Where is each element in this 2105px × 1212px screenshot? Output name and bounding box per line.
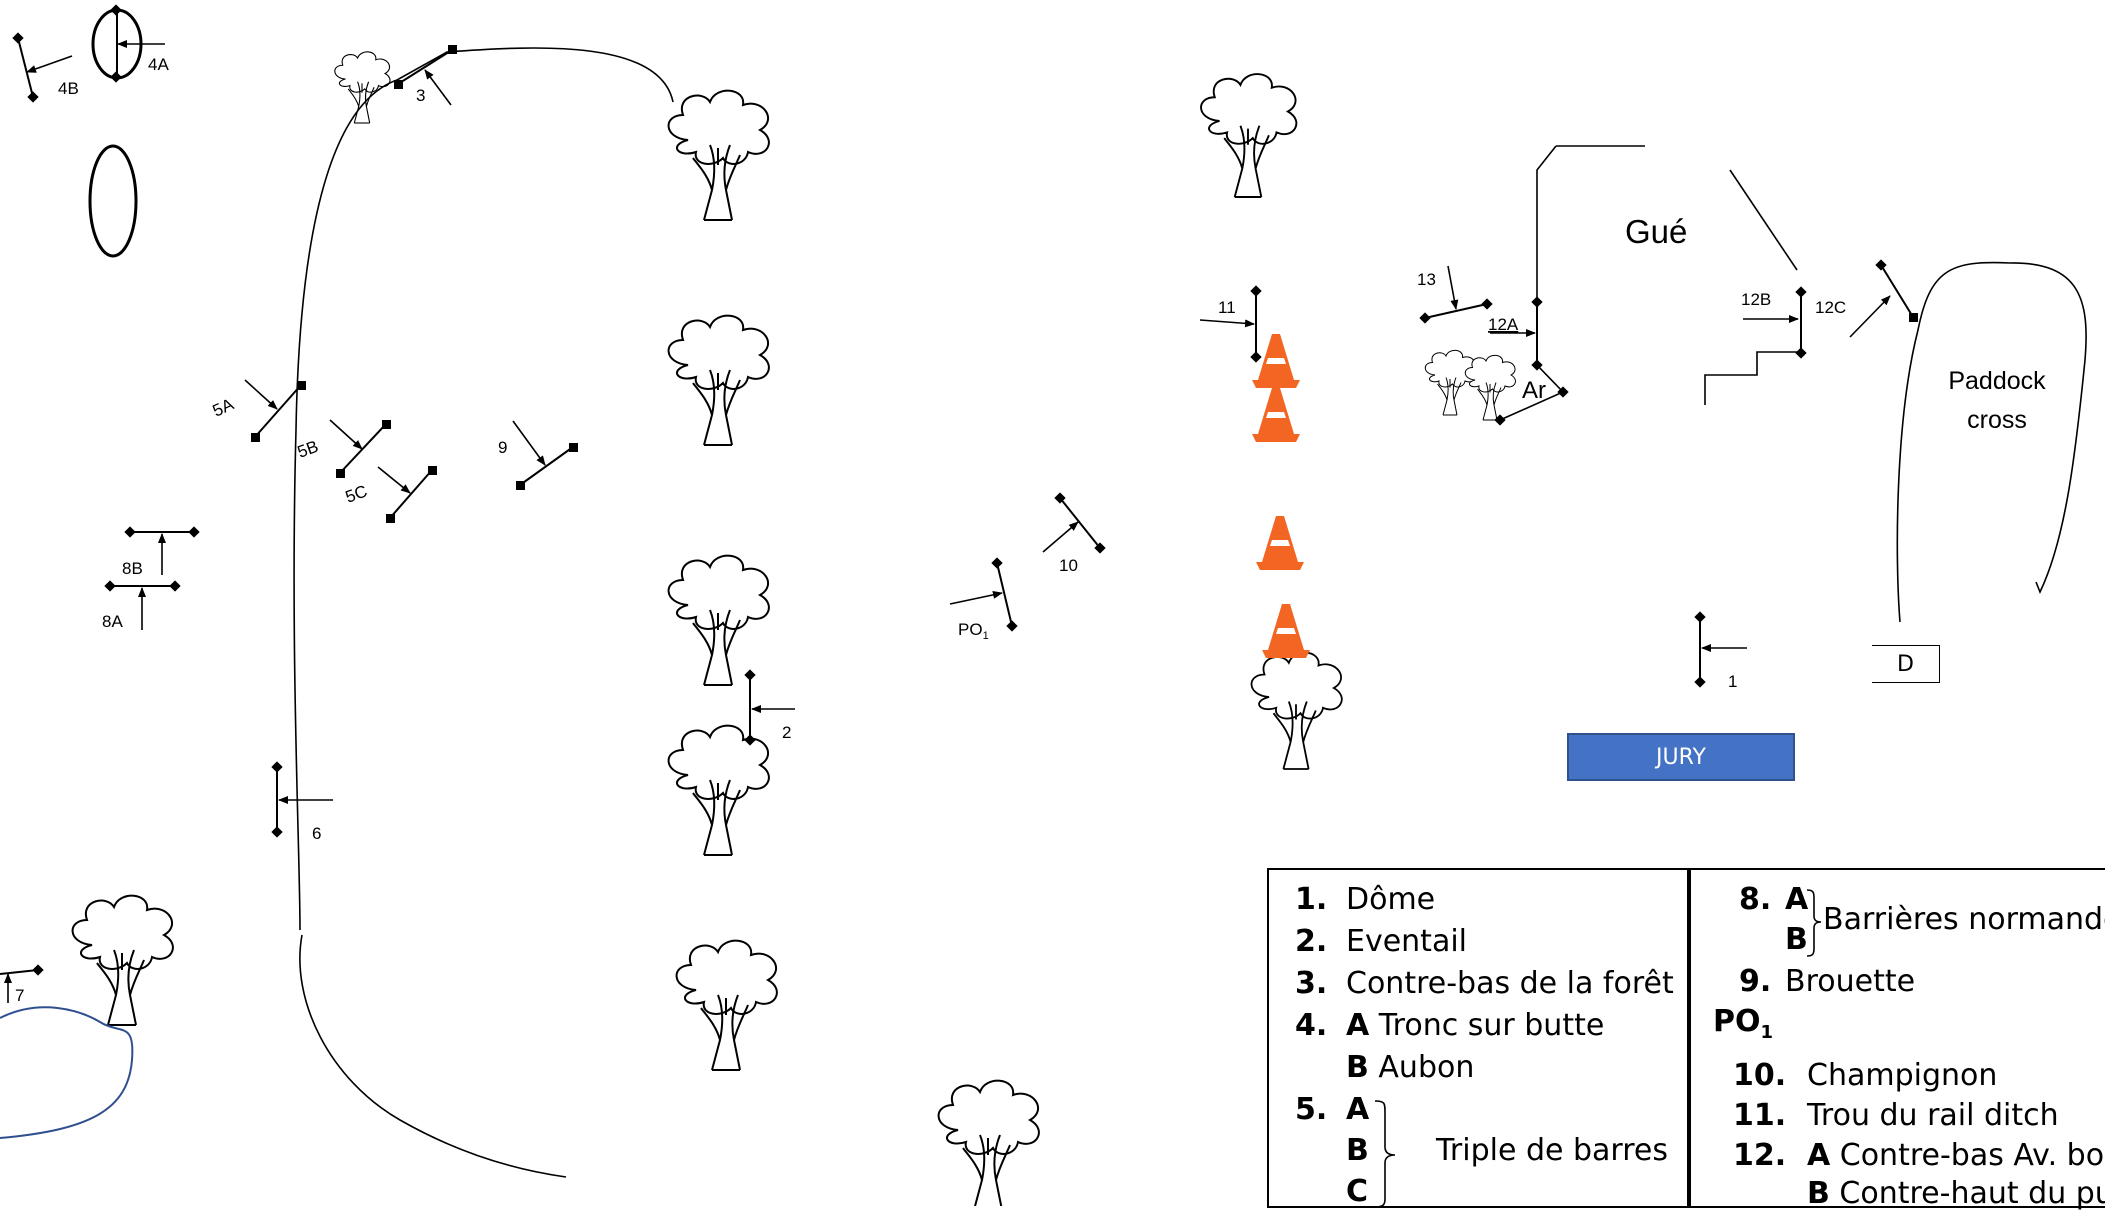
label-ar: Ar bbox=[1522, 377, 1546, 404]
legend-5a: A bbox=[1346, 1092, 1370, 1127]
label-gue: Gué bbox=[1625, 213, 1687, 250]
legend-5c: C bbox=[1346, 1174, 1369, 1209]
jump-5b bbox=[339, 423, 387, 474]
legend-text-5: Triple de barres bbox=[1436, 1133, 1668, 1168]
legend-text-2: Eventail bbox=[1346, 924, 1467, 959]
tree-icon bbox=[667, 89, 770, 221]
legend-po1: PO1 bbox=[1713, 1004, 1774, 1043]
label-1: 1 bbox=[1728, 672, 1737, 691]
cone-icon bbox=[1262, 604, 1310, 658]
legend-left: 1. Dôme 2. Eventail 3. Contre-bas de la … bbox=[1267, 868, 1689, 1209]
jump-5a bbox=[254, 384, 302, 438]
legend-8a: A bbox=[1785, 882, 1809, 917]
course-path bbox=[293, 47, 674, 931]
oval-obstacle bbox=[88, 144, 138, 258]
jump-po1 bbox=[996, 562, 1013, 627]
label-3: 3 bbox=[416, 86, 425, 105]
jury-box: JURY bbox=[1567, 733, 1795, 781]
legend-num-4: 4. bbox=[1295, 1008, 1328, 1043]
tree-icon bbox=[71, 894, 174, 1026]
jump-9 bbox=[519, 446, 574, 486]
legend-num-5: 5. bbox=[1295, 1092, 1328, 1127]
tree-icon bbox=[667, 724, 770, 856]
jump-13 bbox=[1424, 303, 1488, 319]
brace-5 bbox=[1374, 1100, 1396, 1208]
label-po1: PO1 bbox=[958, 620, 989, 642]
legend-num-2: 2. bbox=[1295, 924, 1328, 959]
legend-text-12b: B Contre-haut du puit bbox=[1807, 1176, 2105, 1211]
tree-icon bbox=[1464, 354, 1516, 421]
jump-4b bbox=[17, 37, 34, 98]
jump-12c bbox=[1880, 264, 1914, 318]
course-path bbox=[299, 934, 567, 1178]
brace-8 bbox=[1806, 889, 1822, 957]
legend-text-4a: A Tronc sur butte bbox=[1346, 1008, 1605, 1043]
tree-icon bbox=[1250, 651, 1343, 770]
legend-text-8: Barrières normandes bbox=[1823, 902, 2105, 937]
water-outline bbox=[0, 1006, 134, 1139]
label-7: 7 bbox=[15, 986, 24, 1005]
cone-icon bbox=[1252, 334, 1300, 388]
label-13: 13 bbox=[1417, 270, 1436, 289]
label-12a: 12A bbox=[1488, 315, 1519, 334]
legend-text-9: Brouette bbox=[1785, 964, 1916, 999]
legend-text-11: Trou du rail ditch bbox=[1807, 1098, 2059, 1133]
jump-5c bbox=[389, 469, 433, 519]
jump-10 bbox=[1059, 497, 1101, 549]
label-8b: 8B bbox=[122, 559, 143, 578]
label-5a: 5A bbox=[210, 394, 237, 420]
start-box-d: D bbox=[1872, 645, 1940, 683]
legend-text-10: Champignon bbox=[1807, 1058, 1998, 1093]
tree-icon bbox=[675, 939, 778, 1071]
legend-8b: B bbox=[1785, 922, 1808, 957]
label-5c: 5C bbox=[343, 481, 370, 506]
label-8a: 8A bbox=[102, 612, 123, 631]
legend-text-12a: A Contre-bas Av. bois bbox=[1807, 1138, 2105, 1173]
label-9: 9 bbox=[498, 438, 507, 457]
jump-7 bbox=[0, 969, 39, 975]
label-4a: 4A bbox=[148, 55, 169, 74]
label-paddock: Paddock bbox=[1948, 367, 2046, 395]
legend-text-1: Dôme bbox=[1346, 882, 1436, 917]
label-12c: 12C bbox=[1815, 298, 1846, 317]
legend-right: 8. A B Barrières normandes 9. Brouette P… bbox=[1689, 868, 2105, 1211]
label-4b: 4B bbox=[58, 79, 79, 98]
legend-num-12: 12. bbox=[1733, 1138, 1787, 1173]
label-cross: cross bbox=[1967, 406, 2027, 434]
legend-num-1: 1. bbox=[1295, 882, 1328, 917]
legend-num-9: 9. bbox=[1739, 964, 1772, 999]
legend-num-10: 10. bbox=[1733, 1058, 1787, 1093]
legend-5b: B bbox=[1346, 1133, 1369, 1168]
tree-icon bbox=[667, 554, 770, 686]
legend-num-8: 8. bbox=[1739, 882, 1772, 917]
label-11: 11 bbox=[1218, 298, 1236, 317]
label-6: 6 bbox=[312, 824, 321, 843]
tree-icon bbox=[937, 1079, 1040, 1206]
label-5b: 5B bbox=[295, 437, 321, 462]
legend-num-11: 11. bbox=[1733, 1098, 1787, 1133]
cone-icon bbox=[1256, 516, 1304, 570]
legend-text-3: Contre-bas de la forêt bbox=[1346, 966, 1674, 1001]
legend-num-3: 3. bbox=[1295, 966, 1328, 1001]
jump-3 bbox=[397, 49, 453, 85]
paddock-outline bbox=[1896, 261, 2087, 623]
tree-icon bbox=[1200, 73, 1298, 198]
label-2: 2 bbox=[782, 723, 791, 742]
label-10: 10 bbox=[1059, 556, 1078, 575]
cone-icon bbox=[1252, 388, 1300, 442]
tree-icon bbox=[1424, 349, 1476, 416]
label-12b: 12B bbox=[1741, 290, 1771, 309]
tree-icon bbox=[667, 314, 770, 446]
legend-text-4b: B Aubon bbox=[1346, 1050, 1475, 1085]
